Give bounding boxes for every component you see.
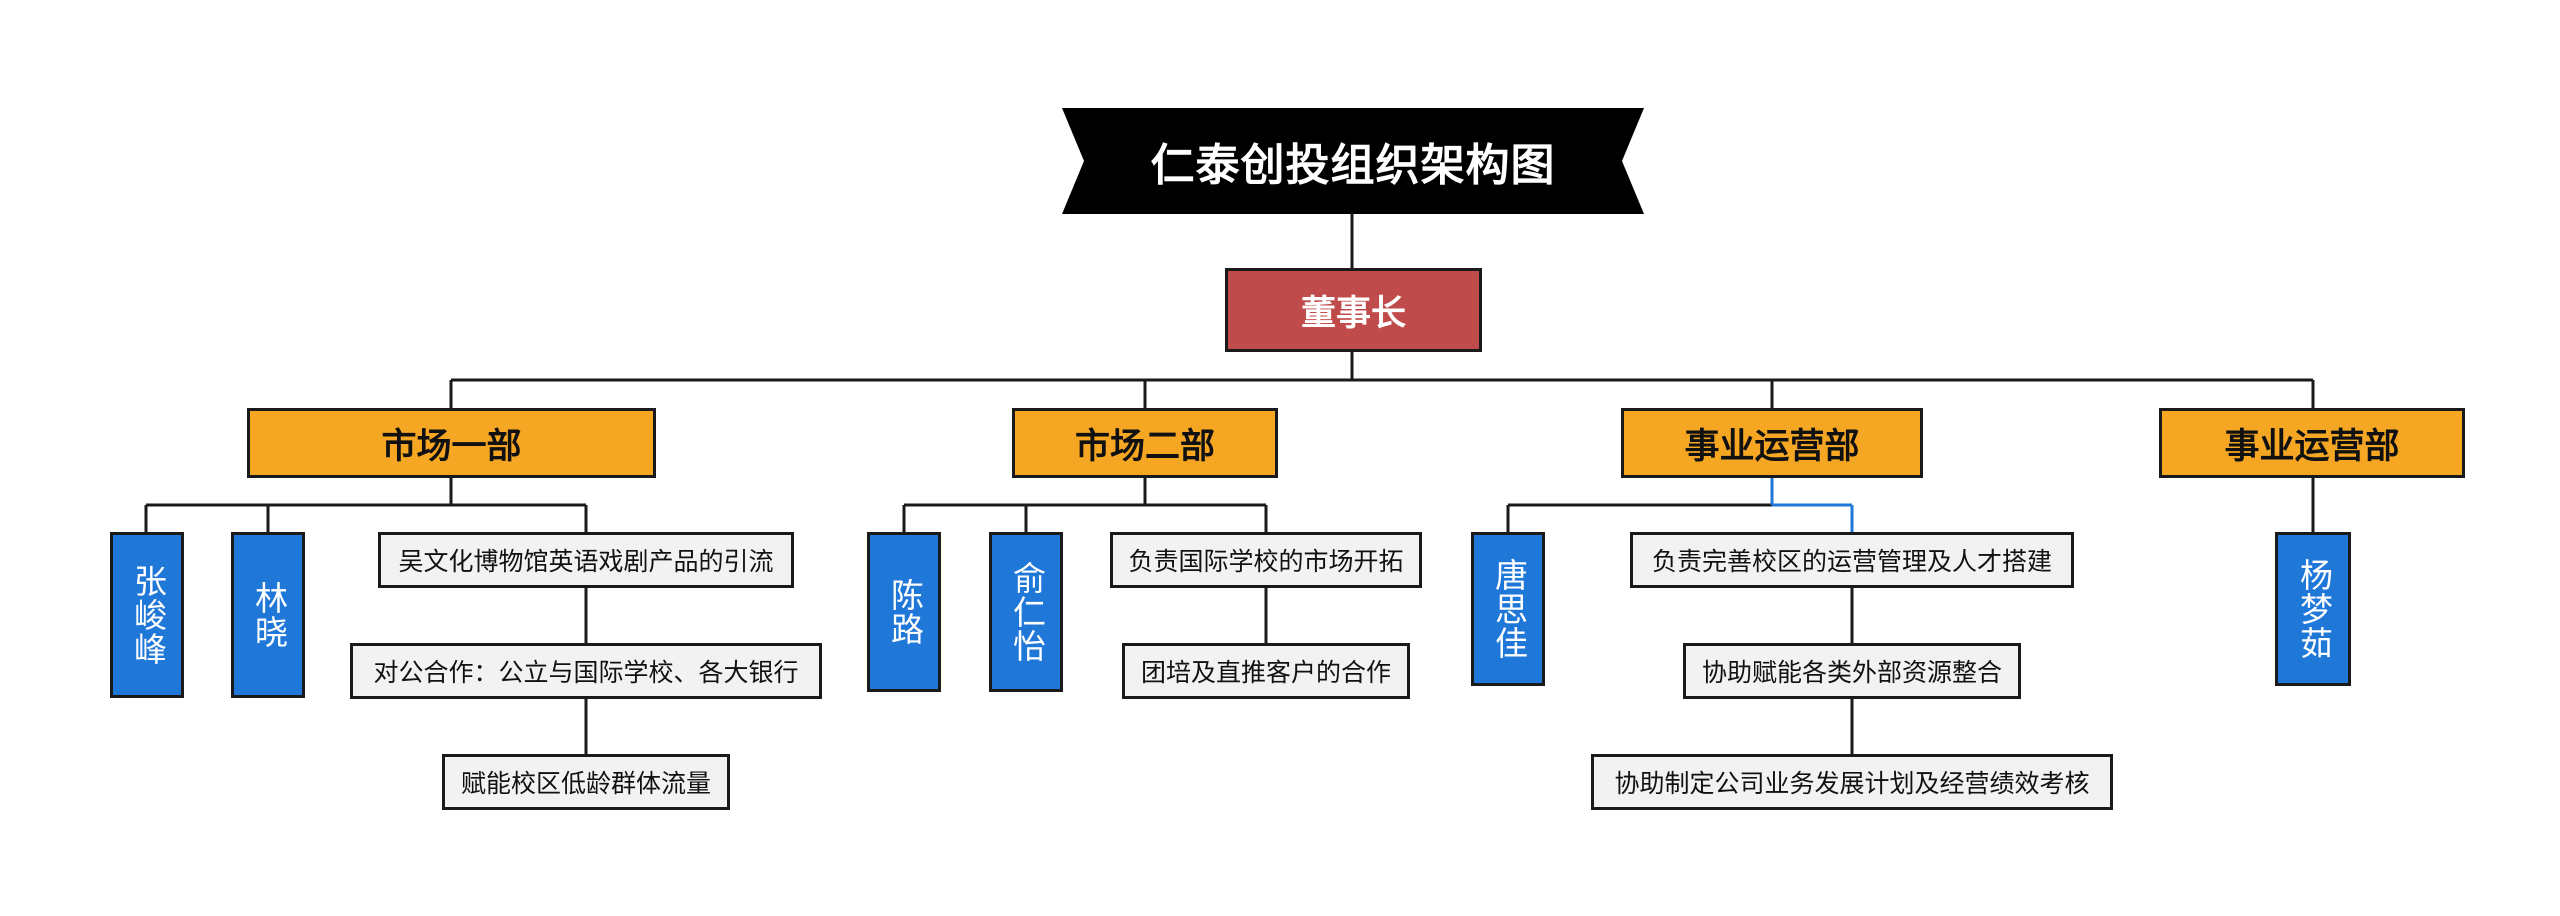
task-node: 赋能校区低龄群体流量 xyxy=(442,754,730,810)
task-node: 协助制定公司业务发展计划及经营绩效考核 xyxy=(1591,754,2113,810)
chairman-node: 董事长 xyxy=(1225,268,1482,352)
dept-market-1: 市场一部 xyxy=(247,408,656,478)
task-node: 负责国际学校的市场开拓 xyxy=(1110,532,1422,588)
task-node: 对公合作：公立与国际学校、各大银行 xyxy=(350,643,822,699)
task-node: 吴文化博物馆英语戏剧产品的引流 xyxy=(378,532,794,588)
dept-operations-2: 事业运营部 xyxy=(2159,408,2465,478)
task-node: 负责完善校区的运营管理及人才搭建 xyxy=(1630,532,2074,588)
task-node: 团培及直推客户的合作 xyxy=(1122,643,1410,699)
person-node: 俞仁怡 xyxy=(989,532,1063,692)
dept-operations: 事业运营部 xyxy=(1621,408,1923,478)
person-node: 陈路 xyxy=(867,532,941,692)
title-banner: 仁泰创投组织架构图 xyxy=(1062,108,1644,214)
person-node: 唐思佳 xyxy=(1471,532,1545,686)
dept-market-2: 市场二部 xyxy=(1012,408,1278,478)
page-title: 仁泰创投组织架构图 xyxy=(1150,140,1556,191)
title-banner-shape xyxy=(1062,108,1644,214)
person-node: 杨梦茹 xyxy=(2275,532,2351,686)
person-node: 林晓 xyxy=(231,532,305,698)
task-node: 协助赋能各类外部资源整合 xyxy=(1683,643,2021,699)
person-node: 张峻峰 xyxy=(110,532,184,698)
